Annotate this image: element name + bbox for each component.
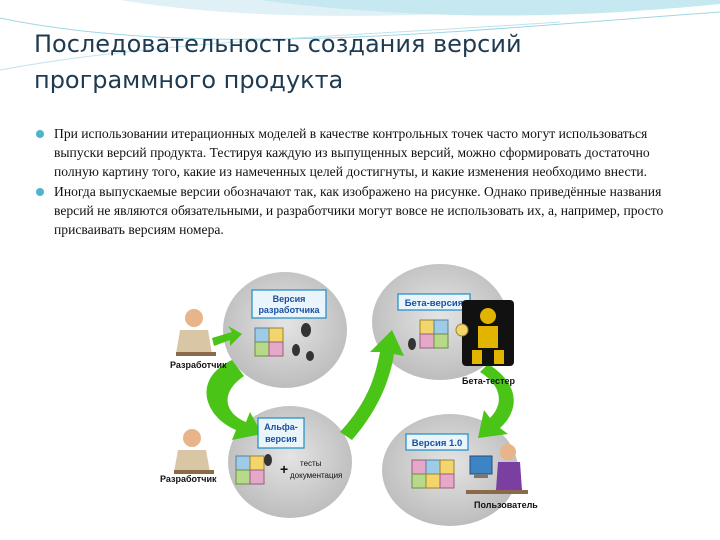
arrow-developer-to-dev-version bbox=[212, 326, 242, 346]
documentation-label: документация bbox=[290, 471, 342, 480]
bullet-item: При использовании итерационных моделей в… bbox=[36, 124, 686, 182]
slide-title: Последовательность создания версий прогр… bbox=[34, 26, 634, 98]
bullet-dot-icon bbox=[36, 187, 44, 196]
puzzle-icon bbox=[419, 319, 449, 349]
beta-tester-label: Бета-тестер bbox=[462, 376, 515, 386]
bullet-dot-icon bbox=[36, 130, 44, 138]
alpha-version-label-box bbox=[257, 417, 305, 449]
bullet-text: Иногда выпускаемые версии обозначают так… bbox=[54, 183, 664, 238]
puzzle-icon bbox=[235, 455, 265, 485]
developer-figure-icon bbox=[174, 429, 214, 474]
arrow-beta-to-release bbox=[478, 364, 514, 438]
dev-version-label-line-2: разработчика bbox=[258, 305, 320, 315]
alpha-version-label-line-2: версия bbox=[265, 434, 297, 444]
alpha-version-label-line-1: Альфа- bbox=[264, 422, 298, 432]
bullet-text: При использовании итерационных моделей в… bbox=[54, 126, 650, 180]
developer-label-bottom: Разработчик bbox=[160, 474, 217, 484]
developer-label-top: Разработчик bbox=[170, 360, 227, 370]
slide-title-line-1: Последовательность создания версий bbox=[34, 30, 522, 58]
beta-tester-figure-icon bbox=[455, 300, 514, 366]
user-figure-icon bbox=[466, 444, 528, 494]
bug-icon bbox=[408, 338, 416, 350]
arrow-alpha-to-beta bbox=[340, 330, 404, 440]
puzzle-icon bbox=[411, 459, 455, 489]
bullet-list: При использовании итерационных моделей в… bbox=[36, 124, 686, 239]
dev-version-circle bbox=[223, 272, 347, 388]
header-wave-decoration bbox=[0, 0, 720, 71]
bullet-item: Иногда выпускаемые версии обозначают так… bbox=[36, 182, 686, 240]
bug-icon bbox=[264, 454, 272, 466]
plus-sign: + bbox=[280, 461, 288, 477]
beta-version-label: Бета-версия bbox=[405, 298, 464, 309]
dev-version-label-box bbox=[251, 289, 327, 319]
release-version-label: Версия 1.0 bbox=[412, 438, 462, 449]
tests-label: тесты bbox=[300, 459, 322, 468]
user-label: Пользователь bbox=[474, 500, 538, 510]
bug-icon bbox=[292, 323, 314, 361]
arrow-dev-to-alpha bbox=[206, 360, 262, 440]
developer-figure-icon bbox=[176, 309, 216, 356]
slide-title-line-2: программного продукта bbox=[34, 66, 344, 94]
release-version-label-box bbox=[405, 433, 469, 451]
puzzle-icon bbox=[254, 327, 284, 357]
dev-version-label-line-1: Версия bbox=[273, 294, 306, 304]
